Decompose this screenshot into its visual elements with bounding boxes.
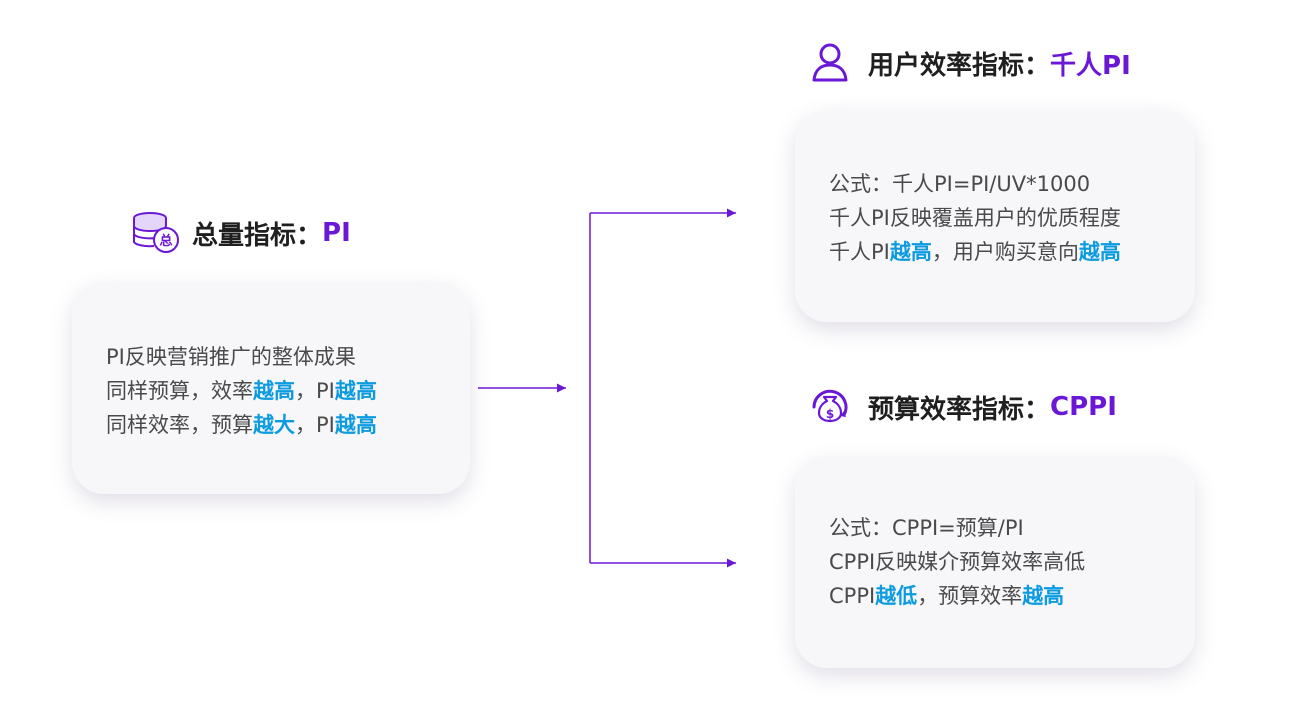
text-line: 公式：千人PI=PI/UV*1000 (829, 167, 1121, 201)
body-text: 同样效率，预算 (106, 413, 253, 437)
budget-efficiency-card-text: 公式：CPPI=预算/PI CPPI反映媒介预算效率高低 CPPI越低，预算效率越高 (829, 511, 1085, 613)
body-text: 千人PI反映覆盖用户的优质程度 (829, 206, 1121, 230)
body-text: CPPI反映媒介预算效率高低 (829, 550, 1086, 574)
text-line: 同样预算，效率越高，PI越高 (106, 374, 377, 408)
total-pi-title-label: 总量指标： (192, 220, 323, 251)
svg-text:$: $ (826, 407, 834, 421)
total-pi-card-text: PI反映营销推广的整体成果同样预算，效率越高，PI越高同样效率，预算越大，PI越… (106, 340, 377, 442)
total-pi-title-highlight: PI (322, 218, 351, 248)
user-icon (806, 40, 858, 86)
text-line: PI反映营销推广的整体成果 (106, 340, 377, 374)
user-efficiency-title-highlight: 千人PI (1050, 50, 1131, 81)
body-text: ，预算效率 (917, 584, 1023, 608)
user-efficiency-title-label: 用户效率指标： (868, 50, 1051, 81)
text-line: 千人PI反映覆盖用户的优质程度 (829, 201, 1121, 235)
emphasis-text: 越高 (1022, 584, 1065, 608)
emphasis-text: 越高 (334, 413, 377, 437)
body-text: 千人PI (829, 240, 890, 264)
emphasis-text: 越高 (334, 379, 377, 403)
body-text: 同样预算，效率 (106, 379, 253, 403)
total-pi-card: PI反映营销推广的整体成果同样预算，效率越高，PI越高同样效率，预算越大，PI越… (72, 282, 470, 494)
money-bag-icon: $ (806, 384, 858, 430)
text-line: 同样效率，预算越大，PI越高 (106, 408, 377, 442)
emphasis-text: 越高 (889, 240, 932, 264)
budget-efficiency-title-highlight: CPPI (1050, 392, 1117, 422)
body-text: CPPI (829, 584, 876, 608)
emphasis-text: 越高 (1078, 240, 1121, 264)
body-text: 公式：CPPI=预算/PI (829, 516, 1024, 540)
coins-stack-icon: 总 (130, 210, 182, 256)
emphasis-text: 越大 (253, 413, 295, 437)
text-line: CPPI反映媒介预算效率高低 (829, 545, 1085, 579)
body-text: PI反映营销推广的整体成果 (106, 345, 356, 369)
body-text: ，PI (295, 413, 335, 437)
emphasis-text: 越低 (875, 584, 918, 608)
text-line: CPPI越低，预算效率越高 (829, 579, 1085, 613)
budget-efficiency-title-label: 预算效率指标： (868, 394, 1051, 425)
budget-efficiency-title: $ 预算效率指标： CPPI (806, 384, 1117, 430)
svg-text:总: 总 (159, 233, 172, 249)
budget-efficiency-card: 公式：CPPI=预算/PI CPPI反映媒介预算效率高低 CPPI越低，预算效率越高 (795, 456, 1195, 668)
body-text: ，用户购买意向 (931, 240, 1079, 264)
user-efficiency-title: 用户效率指标： 千人PI (806, 40, 1131, 86)
body-text: 公式：千人PI=PI/UV*1000 (829, 172, 1091, 196)
text-line: 公式：CPPI=预算/PI (829, 511, 1085, 545)
text-line: 千人PI越高，用户购买意向越高 (829, 235, 1121, 269)
body-text: ，PI (295, 379, 335, 403)
emphasis-text: 越高 (253, 379, 295, 403)
total-pi-title: 总 总量指标： PI (130, 210, 351, 256)
